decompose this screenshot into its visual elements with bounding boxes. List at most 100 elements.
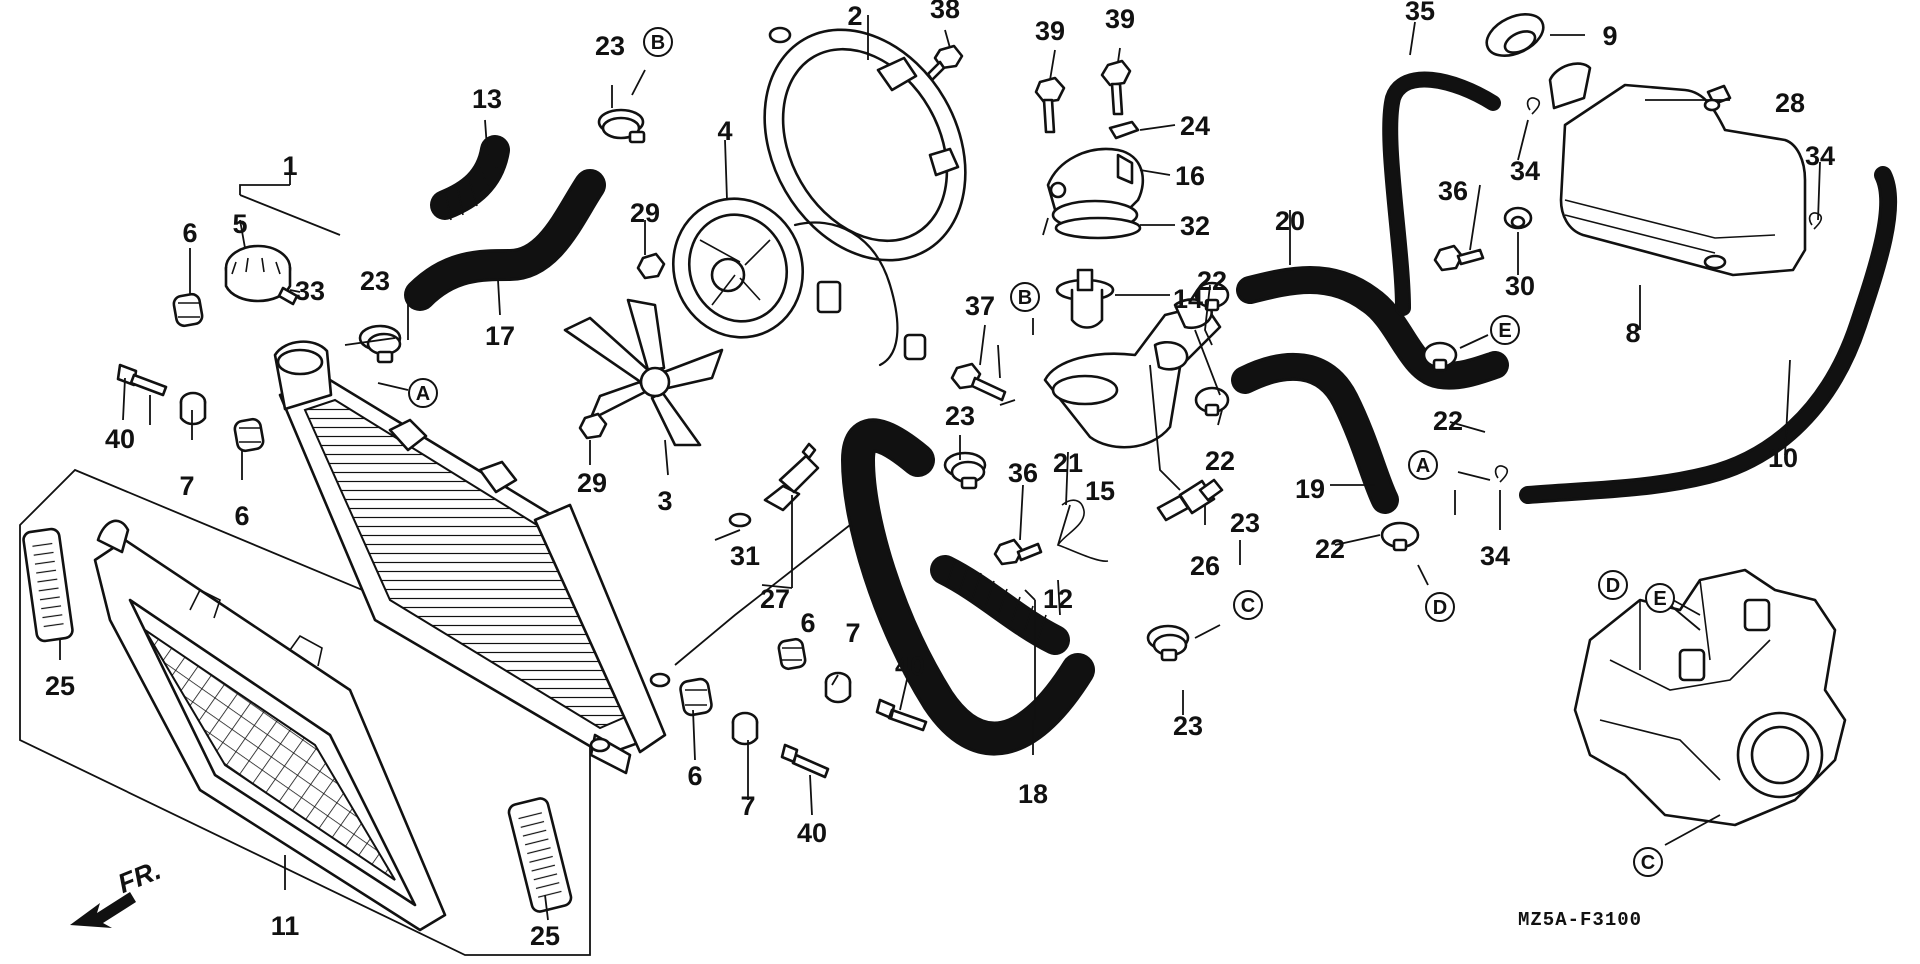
grommet-lower — [679, 677, 713, 717]
mounting-bolt-lower — [780, 743, 830, 779]
bypass-hose-upper — [1236, 266, 1509, 390]
svg-text:C: C — [1641, 852, 1655, 874]
part-number-label: 6 — [182, 218, 197, 248]
drain-bolt — [277, 286, 299, 306]
reference-marker-d-engine: D — [1598, 570, 1628, 600]
part-number-label: 30 — [1505, 271, 1535, 301]
hose-clamp-3 — [1422, 341, 1458, 372]
reference-markers: A A B B C C D — [377, 27, 1675, 877]
reference-marker-a-hose: A — [1408, 450, 1491, 481]
collar-center — [824, 671, 852, 704]
part-number-label: 40 — [895, 651, 925, 681]
part-number-label: 33 — [295, 276, 325, 306]
thermostat-housing — [1043, 298, 1222, 449]
part-number-label: 26 — [1190, 551, 1220, 581]
part-number-label: 34 — [1480, 541, 1510, 571]
radiator-grille-pad-right — [507, 797, 573, 913]
part-number-label: 3 — [657, 486, 672, 516]
collar-left — [179, 391, 207, 426]
front-direction-label: FR. — [114, 855, 166, 899]
svg-text:A: A — [1416, 455, 1430, 477]
radiator-grille-pad-left — [22, 527, 74, 643]
switch-washer — [728, 512, 752, 528]
part-number-label: 32 — [1180, 211, 1210, 241]
part-number-label: 11 — [271, 911, 300, 941]
mounting-bolt-center — [875, 698, 928, 732]
reference-marker-c-engine: C — [1633, 847, 1663, 877]
part-number-label: 18 — [1018, 779, 1048, 809]
shroud-bolt — [926, 44, 964, 82]
tube-clip-right — [1808, 212, 1823, 230]
temperature-sensor — [1156, 478, 1224, 522]
part-number-label: 21 — [1053, 448, 1083, 478]
part-number-label: 34 — [1805, 141, 1835, 171]
radiator-grille-shroud — [93, 519, 447, 932]
part-number-label: 38 — [930, 0, 960, 24]
tube-clip-bottom — [1494, 465, 1509, 483]
upper-radiator-hose — [404, 169, 606, 311]
part-number-label: 20 — [1275, 206, 1305, 236]
collar-lower — [731, 711, 759, 746]
svg-text:E: E — [1653, 588, 1666, 610]
part-number-label: 1 — [282, 151, 297, 181]
thermostat — [1055, 268, 1115, 329]
part-number-label: 6 — [687, 761, 702, 791]
bypass-hose-lower — [1231, 352, 1399, 514]
part-number-label: 12 — [1043, 584, 1073, 614]
part-number-label: 7 — [740, 791, 755, 821]
hose-clamp-b — [597, 108, 646, 144]
housing-bolt-upper — [950, 362, 1007, 402]
reference-marker-b-cover: B — [1010, 282, 1040, 312]
lower-radiator-hose — [841, 418, 1095, 756]
reserve-tank-cap — [1485, 13, 1545, 57]
hose-clamp-4 — [1380, 521, 1420, 552]
part-number-label: 39 — [1035, 16, 1065, 46]
part-number-label: 15 — [1085, 476, 1115, 506]
cover-bolt-left — [1034, 76, 1066, 134]
reference-marker-c-clamp: C — [1194, 590, 1263, 639]
tank-bolt — [1433, 244, 1485, 272]
part-number-label: 40 — [105, 424, 135, 454]
engine-block — [1573, 568, 1847, 827]
part-number-label: 39 — [1105, 4, 1135, 34]
corrugated-hose-upper — [430, 135, 510, 221]
part-number-label: 29 — [630, 198, 660, 228]
grommet-top-left — [172, 292, 204, 328]
part-number-label: 23 — [945, 401, 975, 431]
part-number-label: 37 — [965, 291, 995, 321]
part-number-label: 10 — [1768, 443, 1798, 473]
tank-collar — [1503, 206, 1533, 230]
svg-text:D: D — [1606, 575, 1620, 597]
overflow-tube — [1382, 71, 1501, 316]
cover-clip — [1108, 120, 1140, 140]
svg-text:B: B — [1018, 287, 1032, 309]
reference-marker-d-clamp: D — [1417, 564, 1455, 622]
part-number-label: 23 — [1173, 711, 1203, 741]
part-number-label: 36 — [1438, 176, 1468, 206]
part-number-label: 14 — [1173, 284, 1203, 314]
fan-motor — [671, 197, 927, 367]
cooling-fan — [563, 298, 724, 447]
part-number-label: 8 — [1625, 318, 1640, 348]
mounting-bolt-left — [116, 363, 168, 397]
reserve-tank-hose — [1519, 166, 1898, 504]
part-number-label: 19 — [1295, 474, 1325, 504]
part-number-label: 4 — [717, 116, 732, 146]
hose-clamp-c — [1146, 624, 1190, 662]
corrugated-hose-lower — [930, 555, 1070, 655]
part-number-label: 6 — [800, 608, 815, 638]
part-number-label: 13 — [472, 84, 502, 114]
thermostat-o-ring — [1054, 216, 1142, 240]
part-number-label: 17 — [485, 321, 515, 351]
part-number-label: 27 — [760, 584, 790, 614]
radiator-cap — [224, 244, 292, 303]
part-number-label: 40 — [797, 818, 827, 848]
part-number-label: 34 — [1510, 156, 1540, 186]
part-number-label: 25 — [530, 921, 560, 951]
grommet-mid-left — [233, 417, 265, 453]
part-number-label: 22 — [1205, 446, 1235, 476]
part-number-label: 23 — [360, 266, 390, 296]
reference-marker-e-engine: E — [1645, 583, 1675, 613]
